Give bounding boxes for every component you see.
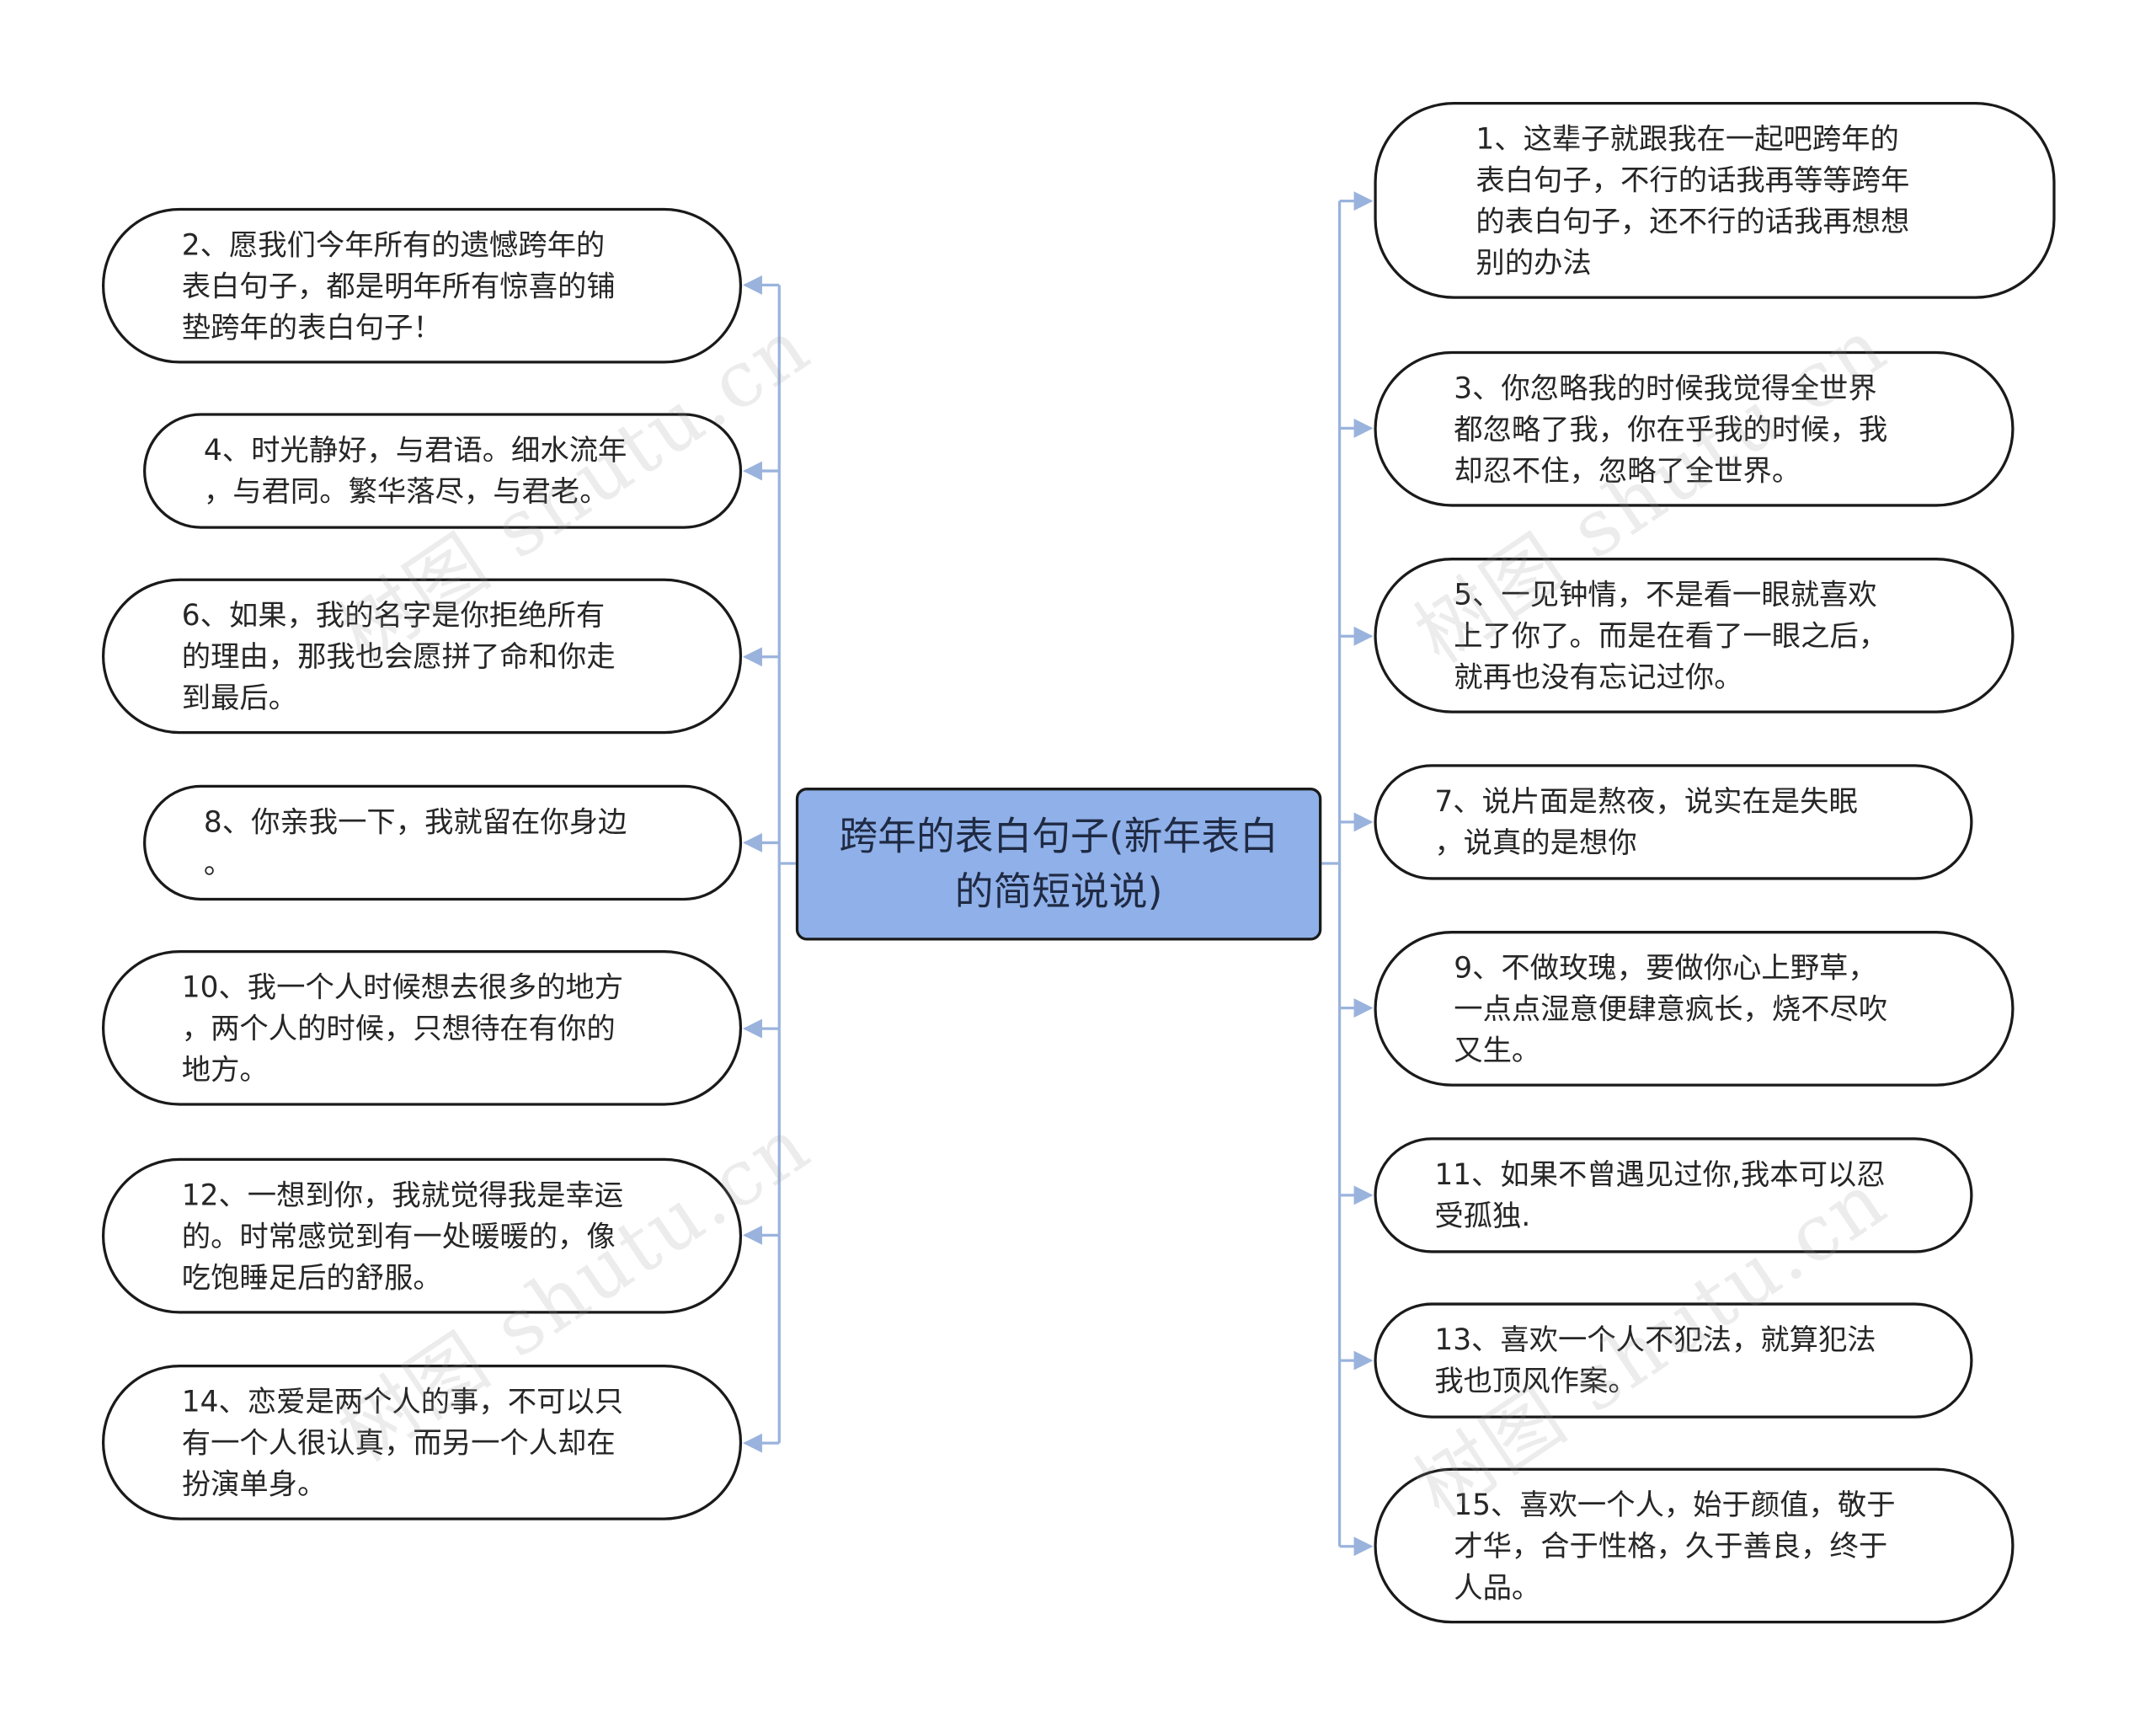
- topic-text: 15、喜欢一个人，始于颜值，敬于 才华，合于性格，久于善良，终于 人品。: [1454, 1488, 1896, 1604]
- central-topic[interactable]: 跨年的表白句子(新年表白 的简短说说): [795, 788, 1322, 941]
- topic-node-11[interactable]: 11、如果不曾遇见过你,我本可以忍 受孤独.: [1374, 1137, 1973, 1253]
- topic-node-13[interactable]: 13、喜欢一个人不犯法，就算犯法 我也顶风作案。: [1374, 1302, 1973, 1419]
- topic-text: 1、这辈子就跟我在一起吧跨年的 表白句子，不行的话我再等等跨年 的表白句子，还不…: [1476, 121, 1910, 280]
- topic-text: 4、时光静好，与君语。细水流年 ，与君同。繁华落尽，与君老。: [203, 433, 627, 509]
- topic-node-14[interactable]: 14、恋爱是两个人的事，不可以只 有一个人很认真，而另一个人却在 扮演单身。: [101, 1364, 743, 1520]
- topic-node-5[interactable]: 5、一见钟情，不是看一眼就喜欢 上了你了。而是在看了一眼之后， 就再也没有忘记过…: [1374, 558, 2015, 713]
- topic-node-15[interactable]: 15、喜欢一个人，始于颜值，敬于 才华，合于性格，久于善良，终于 人品。: [1374, 1467, 2015, 1624]
- topic-node-1[interactable]: 1、这辈子就跟我在一起吧跨年的 表白句子，不行的话我再等等跨年 的表白句子，还不…: [1374, 101, 2056, 299]
- topic-text: 6、如果，我的名字是你拒绝所有 的理由，那我也会愿拼了命和你走 到最后。: [181, 598, 616, 714]
- topic-text: 2、愿我们今年所有的遗憾跨年的 表白句子，都是明年所有惊喜的铺 垫跨年的表白句子…: [181, 227, 616, 344]
- topic-node-3[interactable]: 3、你忽略我的时候我觉得全世界 都忽略了我，你在乎我的时候，我 却忍不住，忽略了…: [1374, 350, 2015, 507]
- topic-node-2[interactable]: 2、愿我们今年所有的遗憾跨年的 表白句子，都是明年所有惊喜的铺 垫跨年的表白句子…: [101, 207, 743, 364]
- topic-text: 3、你忽略我的时候我觉得全世界 都忽略了我，你在乎我的时候，我 却忍不住，忽略了…: [1454, 371, 1888, 487]
- topic-text: 5、一见钟情，不是看一眼就喜欢 上了你了。而是在看了一眼之后， 就再也没有忘记过…: [1454, 577, 1888, 694]
- topic-text: 11、如果不曾遇见过你,我本可以忍 受孤独.: [1434, 1157, 1886, 1233]
- topic-node-12[interactable]: 12、一想到你，我就觉得我是幸运 的。时常感觉到有一处暖暖的，像 吃饱睡足后的舒…: [101, 1157, 743, 1314]
- topic-text: 7、说片面是熬夜，说实在是失眠 ，说真的是想你: [1434, 784, 1858, 860]
- topic-node-8[interactable]: 8、你亲我一下，我就留在你身边 。: [143, 784, 743, 901]
- topic-text: 14、恋爱是两个人的事，不可以只 有一个人很认真，而另一个人却在 扮演单身。: [181, 1384, 624, 1501]
- topic-text: 10、我一个人时候想去很多的地方 ，两个人的时候，只想待在有你的 地方。: [181, 970, 624, 1086]
- topic-node-7[interactable]: 7、说片面是熬夜，说实在是失眠 ，说真的是想你: [1374, 764, 1973, 880]
- topic-node-4[interactable]: 4、时光静好，与君语。细水流年 ，与君同。繁华落尽，与君老。: [143, 413, 743, 529]
- topic-node-9[interactable]: 9、不做玫瑰，要做你心上野草， 一点点湿意便肆意疯长，烧不尽吹 又生。: [1374, 931, 2015, 1087]
- topic-text: 13、喜欢一个人不犯法，就算犯法 我也顶风作案。: [1434, 1323, 1876, 1398]
- topic-text: 12、一想到你，我就觉得我是幸运 的。时常感觉到有一处暖暖的，像 吃饱睡足后的舒…: [181, 1178, 624, 1294]
- topic-node-10[interactable]: 10、我一个人时候想去很多的地方 ，两个人的时候，只想待在有你的 地方。: [101, 949, 743, 1106]
- topic-node-6[interactable]: 6、如果，我的名字是你拒绝所有 的理由，那我也会愿拼了命和你走 到最后。: [101, 578, 743, 735]
- topic-text: 9、不做玫瑰，要做你心上野草， 一点点湿意便肆意疯长，烧不尽吹 又生。: [1454, 950, 1888, 1067]
- topic-text: 8、你亲我一下，我就留在你身边 。: [203, 805, 627, 880]
